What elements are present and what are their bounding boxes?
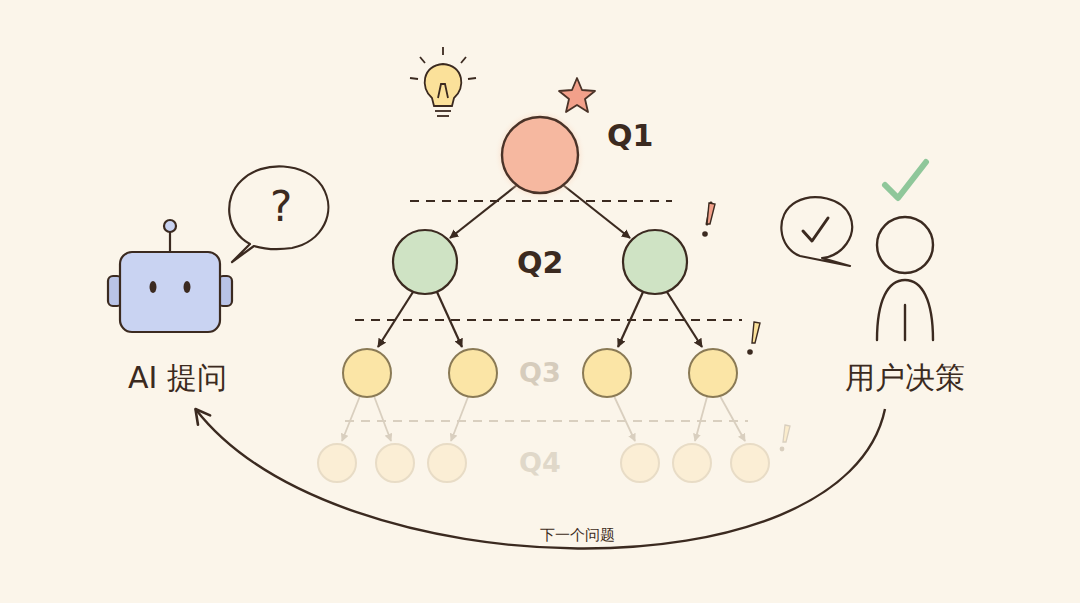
robot-icon [108, 220, 232, 332]
person-icon [877, 162, 933, 340]
node-text: AI 提问 [128, 358, 227, 399]
exclamation-marks [702, 203, 790, 451]
check-bubble [781, 197, 852, 266]
lightbulb-icon [410, 47, 476, 116]
level-label: Q2 [517, 246, 563, 279]
level-separators [345, 201, 748, 421]
question-mark: ? [270, 184, 292, 230]
level-label: Q4 [519, 448, 561, 478]
tree-arrows [378, 185, 702, 347]
star-icon [559, 78, 595, 112]
level-label: Q3 [519, 358, 561, 388]
edge-label: 下一个问题 [536, 526, 619, 545]
actor-label: 用户决策 [837, 354, 973, 403]
q4-level [318, 396, 769, 482]
root-circle [502, 117, 578, 193]
feedback-arrow [195, 409, 885, 549]
speech-bubble [229, 166, 328, 262]
q2-circles [393, 230, 687, 294]
node-text: 用户决策 [845, 358, 965, 399]
actor-label: AI 提问 [120, 354, 235, 403]
level-label: Q1 [607, 119, 653, 152]
q3-circles [343, 349, 737, 397]
